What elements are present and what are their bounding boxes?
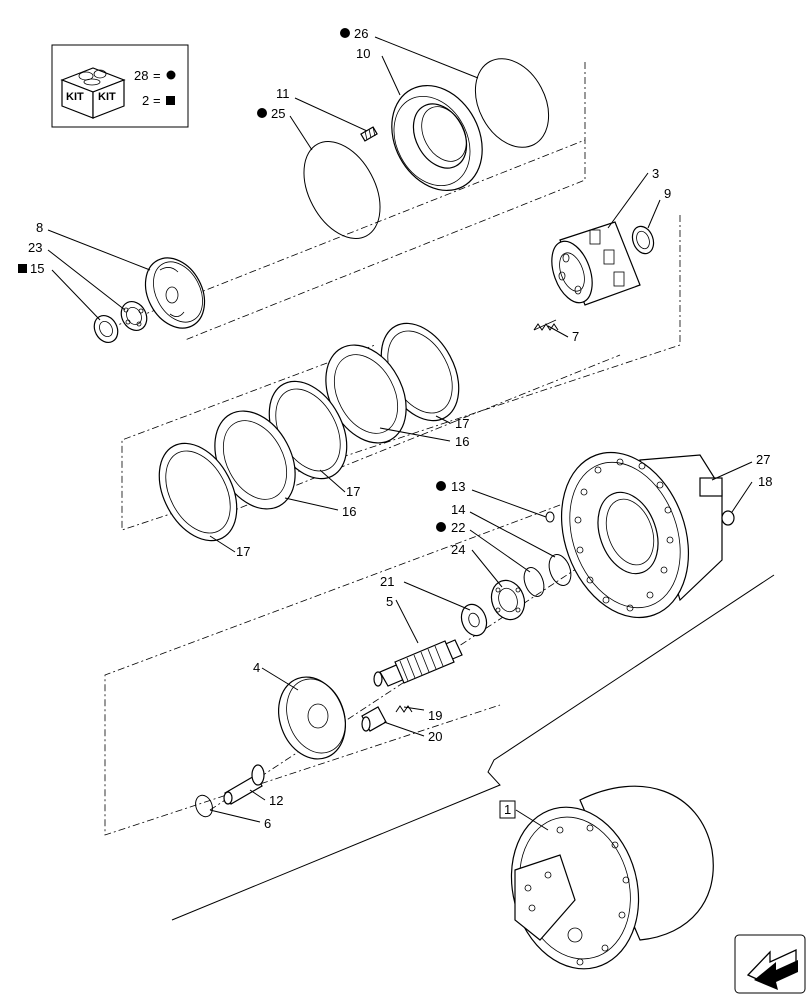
- callout-17-a: 17: [455, 416, 469, 431]
- callout-18: 18: [758, 474, 772, 489]
- assembled-motor-1: [171, 574, 775, 970]
- callout-10: 10: [356, 46, 370, 61]
- callout-27: 27: [756, 452, 770, 467]
- kit-row2-number: 2: [142, 93, 149, 108]
- kit-row1-number: 28: [134, 68, 148, 83]
- callout-12: 12: [269, 793, 283, 808]
- callout-6: 6: [264, 816, 271, 831]
- kit-logo-right: KIT: [98, 91, 116, 103]
- callout-23: 23: [28, 240, 42, 255]
- callout-19: 19: [428, 708, 442, 723]
- assembly-boundaries: [104, 62, 681, 836]
- ring-6: [195, 794, 213, 818]
- callout-20: 20: [428, 729, 442, 744]
- kit-legend: KIT KIT 28 = 2 =: [51, 44, 189, 128]
- kit-circle-marker: [257, 108, 267, 118]
- callout-8: 8: [36, 220, 43, 235]
- o-ring-26: [474, 58, 550, 148]
- callout-14: 14: [451, 502, 465, 517]
- kit-circle-marker: [340, 28, 350, 38]
- pin-12: [223, 764, 265, 805]
- callout-22: 22: [451, 520, 465, 535]
- spring-7: [533, 319, 559, 331]
- callout-1-box: [499, 800, 516, 819]
- bearing-24: [490, 579, 526, 621]
- nav-arrow-button[interactable]: [734, 934, 806, 994]
- kit-box-icon: KIT KIT: [60, 67, 126, 119]
- kit-circle-symbol: [166, 70, 176, 80]
- valve-plate-8: [144, 257, 206, 329]
- plug-18: [721, 510, 735, 526]
- kit-row2-eq: =: [153, 93, 161, 108]
- callout-25: 25: [271, 106, 285, 121]
- piston-10: [391, 84, 483, 192]
- collar-21: [460, 603, 488, 637]
- spring-19: [395, 705, 413, 713]
- callout-16-a: 16: [455, 434, 469, 449]
- cylinder-block-3: [551, 221, 641, 306]
- bearing-9: [631, 225, 655, 255]
- circlip-13: [545, 511, 555, 523]
- o-ring-25: [303, 141, 381, 239]
- callout-15: 15: [30, 261, 44, 276]
- callout-21: 21: [380, 574, 394, 589]
- swash-plate-4: [278, 676, 346, 760]
- callout-24: 24: [451, 542, 465, 557]
- snap-ring-22: [523, 567, 545, 597]
- kit-square-symbol: [166, 96, 175, 105]
- callout-5: 5: [386, 594, 393, 609]
- kit-logo-left: KIT: [66, 91, 84, 103]
- callout-4: 4: [253, 660, 260, 675]
- callout-16-b: 16: [342, 504, 356, 519]
- motor-housing-27: [560, 451, 723, 619]
- callout-26: 26: [354, 26, 368, 41]
- callout-11: 11: [276, 86, 290, 101]
- pin-20: [361, 706, 387, 732]
- kit-square-marker: [18, 264, 27, 273]
- callout-7: 7: [572, 329, 579, 344]
- washer-15: [93, 315, 119, 343]
- snap-ring-14: [548, 554, 572, 586]
- kit-circle-marker: [436, 522, 446, 532]
- callout-17-b: 17: [346, 484, 360, 499]
- callout-1: 1: [504, 802, 511, 817]
- spring-pin-11: [360, 126, 378, 142]
- kit-circle-marker: [436, 481, 446, 491]
- bearing-23: [120, 301, 148, 331]
- drive-shaft-5: [373, 639, 463, 687]
- kit-row1-eq: =: [153, 68, 161, 83]
- callout-13: 13: [451, 479, 465, 494]
- callout-17-c: 17: [236, 544, 250, 559]
- friction-disc-17-c: [158, 442, 238, 542]
- leader-lines: [47, 36, 753, 831]
- callouts: 26 10 11 25 3 9 8 23 15 7 17 16 17 16 17…: [18, 26, 772, 831]
- arrow-left-down-icon: [746, 948, 798, 990]
- callout-3: 3: [652, 166, 659, 181]
- callout-9: 9: [664, 186, 671, 201]
